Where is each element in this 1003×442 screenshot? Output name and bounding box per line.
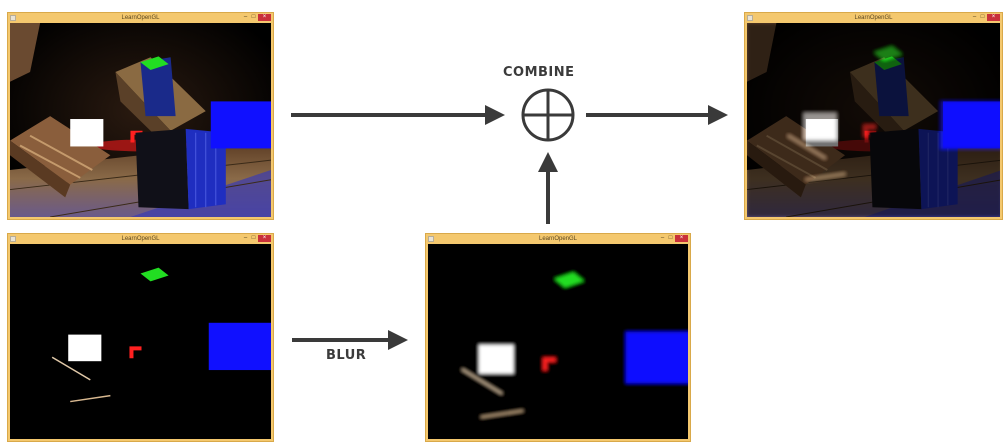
window-controls: – □ × (971, 14, 1000, 21)
minimize-icon[interactable]: – (972, 14, 977, 20)
maximize-icon[interactable]: □ (251, 14, 256, 20)
result-render (747, 23, 1000, 217)
window-scene: LearnOpenGL – □ × (7, 12, 274, 220)
window-result: LearnOpenGL – □ × (744, 12, 1003, 220)
window-title: LearnOpenGL (121, 15, 160, 21)
app-icon (428, 236, 434, 242)
app-icon (10, 15, 16, 21)
window-controls: – □ × (242, 235, 271, 242)
window-title: LearnOpenGL (538, 236, 578, 242)
titlebar: LearnOpenGL – □ × (426, 234, 690, 244)
app-icon (747, 15, 753, 21)
maximize-icon[interactable]: □ (980, 14, 985, 20)
close-icon[interactable]: × (675, 235, 688, 242)
app-icon (10, 236, 16, 242)
window-title: LearnOpenGL (854, 15, 893, 21)
window-controls: – □ × (242, 14, 271, 21)
titlebar: LearnOpenGL – □ × (8, 13, 273, 23)
minimize-icon[interactable]: – (243, 14, 248, 20)
render-view (747, 23, 1000, 217)
render-view (10, 244, 271, 439)
maximize-icon[interactable]: □ (251, 235, 256, 241)
render-view (428, 244, 688, 439)
scene-render (10, 23, 271, 217)
blurred-render (428, 246, 688, 439)
brightness-render (10, 244, 271, 439)
close-icon[interactable]: × (258, 14, 271, 21)
minimize-icon[interactable]: – (243, 235, 248, 241)
titlebar: LearnOpenGL – □ × (8, 234, 273, 244)
maximize-icon[interactable]: □ (668, 235, 673, 241)
window-brightness: LearnOpenGL – □ × (7, 233, 274, 442)
window-blurred: LearnOpenGL – □ × (425, 233, 691, 442)
titlebar: LearnOpenGL – □ × (745, 13, 1002, 23)
combine-plus-icon (521, 88, 575, 142)
blur-label: BLUR (326, 348, 367, 363)
window-controls: – □ × (659, 235, 688, 242)
render-view (10, 23, 271, 217)
close-icon[interactable]: × (258, 235, 271, 242)
combine-label: COMBINE (503, 65, 575, 80)
close-icon[interactable]: × (987, 14, 1000, 21)
minimize-icon[interactable]: – (660, 235, 665, 241)
window-title: LearnOpenGL (121, 236, 160, 242)
